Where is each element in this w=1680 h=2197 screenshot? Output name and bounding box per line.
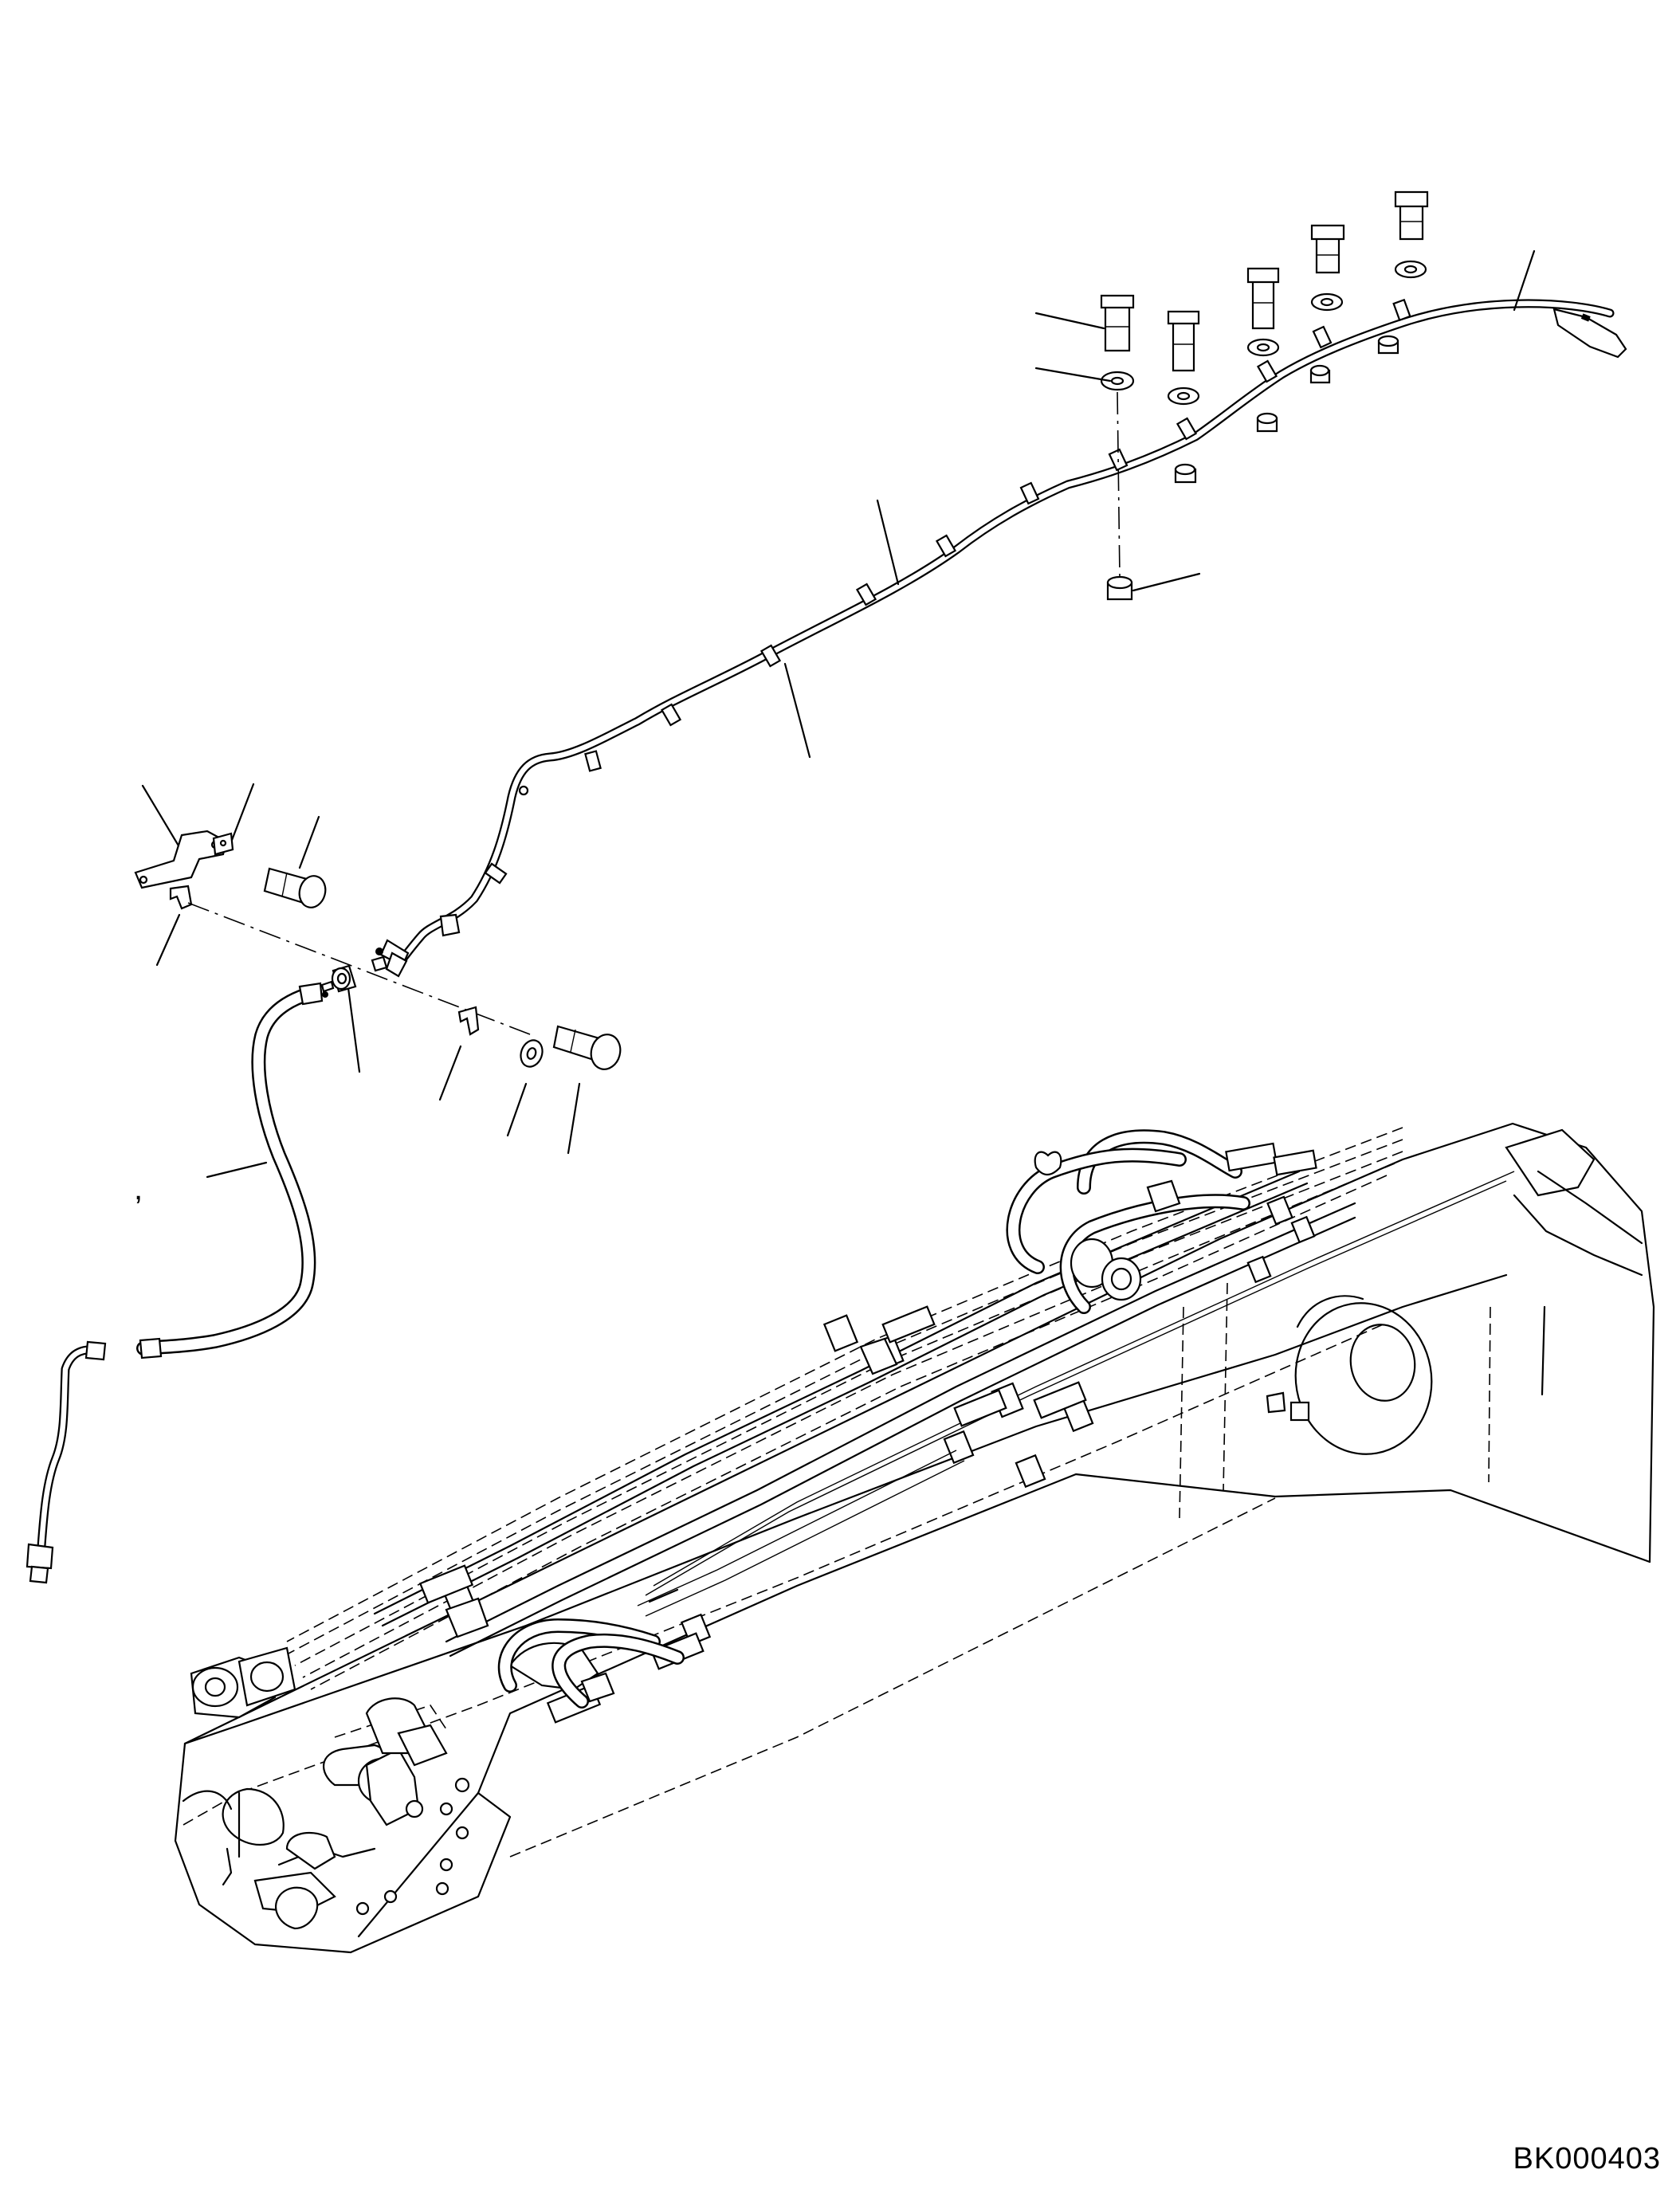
flexible-hose [26,982,324,1584]
bolt [1246,267,1280,330]
drawing-reference-code: BK000403 [1513,2142,1661,2175]
bolt [1394,190,1429,241]
tube-clamps [439,298,1411,937]
mounting-bracket-group [134,830,622,1070]
bolt [1100,294,1135,352]
spacers [1106,335,1399,601]
stray-comma-mark: , [134,1171,143,1206]
tube-end-fitting-left [379,939,410,978]
bolt [1167,310,1200,372]
block-fitting [320,964,357,998]
boom-head [182,1646,470,1930]
excavator-boom [174,1122,1655,1954]
bolt [263,867,327,908]
steel-tube-assembly [379,298,1627,978]
bolt-set-upper [1100,190,1429,601]
boom-clamps [440,1195,1316,1646]
tube-end-fitting [1552,308,1627,359]
bolt [552,1025,622,1070]
washers [1100,260,1427,406]
bolt [1310,224,1345,274]
leader-lines [141,249,1536,1179]
